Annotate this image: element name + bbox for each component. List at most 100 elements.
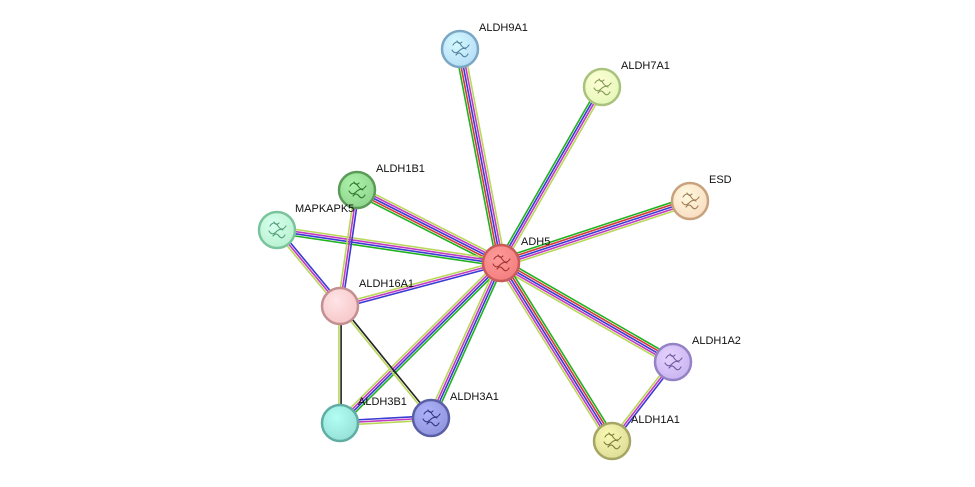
edge-channel-line xyxy=(504,260,617,440)
edge-channel-line xyxy=(433,264,505,420)
edge-adh5-aldh7a1[interactable] xyxy=(497,84,606,266)
node-circle-aldh7a1[interactable] xyxy=(582,67,622,107)
edge-adh5-aldh16a1[interactable] xyxy=(339,260,502,309)
edge-adh5-aldh1a1[interactable] xyxy=(496,260,617,444)
node-aldh1b1[interactable]: ALDH1B1 xyxy=(337,163,425,210)
node-circle-aldh3a1[interactable] xyxy=(411,398,451,438)
edge-channel-line xyxy=(341,264,504,426)
node-esd[interactable]: ESD xyxy=(670,174,732,221)
node-circle-aldh3b1[interactable] xyxy=(320,403,360,443)
node-label-aldh7a1: ALDH7A1 xyxy=(621,60,670,72)
edge-channel-line xyxy=(499,264,673,365)
edge-channel-line xyxy=(500,262,613,442)
protein-structure-icon xyxy=(681,192,700,210)
edge-channel-line xyxy=(497,84,600,262)
protein-structure-icon xyxy=(492,254,511,272)
edge-channel-line xyxy=(459,48,502,264)
edge-adh5-mapkapk5[interactable] xyxy=(276,225,502,268)
edge-channel-line xyxy=(496,264,609,444)
edge-aldh16a1-aldh3b1[interactable] xyxy=(338,306,342,423)
edge-channel-line xyxy=(277,228,502,263)
protein-structure-icon xyxy=(664,353,683,371)
protein-structure-icon xyxy=(451,40,470,58)
edge-channel-line xyxy=(457,49,500,264)
node-circle-aldh1a2[interactable] xyxy=(653,342,693,382)
edge-channel-line xyxy=(341,190,360,307)
edge-aldh16a1-aldh3a1[interactable] xyxy=(338,304,433,420)
node-label-mapkapk5: MAPKAPK5 xyxy=(295,203,354,215)
edge-channel-line xyxy=(337,260,500,422)
node-label-aldh3b1: ALDH3B1 xyxy=(358,396,407,408)
edge-channel-line xyxy=(500,200,691,264)
protein-structure-icon xyxy=(603,432,622,450)
node-aldh3a1[interactable]: ALDH3A1 xyxy=(411,391,499,438)
node-aldh9a1[interactable]: ALDH9A1 xyxy=(440,22,528,69)
edge-channel-line xyxy=(463,48,507,263)
node-label-aldh3a1: ALDH3A1 xyxy=(450,391,499,403)
edge-channel-line xyxy=(338,306,431,420)
edge-channel-line xyxy=(340,264,502,309)
node-label-aldh9a1: ALDH9A1 xyxy=(479,22,528,34)
edge-channel-line xyxy=(340,304,433,418)
edge-channel-line xyxy=(337,189,356,306)
edge-adh5-aldh3a1[interactable] xyxy=(427,261,505,420)
edge-channel-line xyxy=(339,260,501,305)
node-circle-aldh16a1[interactable] xyxy=(320,286,360,326)
node-aldh3b1[interactable]: ALDH3B1 xyxy=(320,396,407,443)
node-aldh7a1[interactable]: ALDH7A1 xyxy=(582,60,670,107)
node-circle-aldh1a1[interactable] xyxy=(592,421,632,461)
edge-channel-line xyxy=(499,196,689,260)
node-label-aldh16a1: ALDH16A1 xyxy=(359,278,414,290)
node-label-esd: ESD xyxy=(709,174,732,186)
node-mapkapk5[interactable]: MAPKAPK5 xyxy=(257,203,354,250)
protein-structure-icon xyxy=(422,409,441,427)
edge-channel-line xyxy=(503,88,606,266)
node-aldh1a2[interactable]: ALDH1A2 xyxy=(653,335,741,382)
edge-channel-line xyxy=(502,204,692,268)
node-circle-aldh1b1[interactable] xyxy=(337,170,377,210)
edge-channel-line xyxy=(500,198,690,262)
node-aldh16a1[interactable]: ALDH16A1 xyxy=(320,278,414,326)
node-label-aldh1a2: ALDH1A2 xyxy=(692,335,741,347)
edge-channel-line xyxy=(356,189,502,264)
edge-aldh1b1-aldh16a1[interactable] xyxy=(337,189,360,307)
node-circle-mapkapk5[interactable] xyxy=(257,210,297,250)
node-label-adh5: ADH5 xyxy=(521,236,550,248)
edge-channel-line xyxy=(501,260,675,361)
edge-channel-line xyxy=(355,191,501,266)
edge-channel-line xyxy=(339,262,502,307)
edges-layer xyxy=(274,48,692,444)
node-circle-adh5[interactable] xyxy=(481,243,521,283)
edge-channel-line xyxy=(431,263,503,419)
edge-channel-line xyxy=(461,48,504,263)
node-circle-aldh9a1[interactable] xyxy=(440,29,480,69)
edge-adh5-aldh1b1[interactable] xyxy=(354,185,504,268)
edge-adh5-aldh9a1[interactable] xyxy=(454,48,507,264)
edge-adh5-esd[interactable] xyxy=(499,196,692,268)
edge-channel-line xyxy=(354,193,500,268)
edge-channel-line xyxy=(358,185,504,260)
edge-channel-line xyxy=(499,86,602,263)
edge-channel-line xyxy=(498,266,672,367)
edge-channel-line xyxy=(427,261,499,417)
edge-channel-line xyxy=(501,87,604,264)
edge-channel-line xyxy=(339,189,358,307)
protein-structure-icon xyxy=(593,78,612,96)
protein-structure-icon xyxy=(268,221,287,239)
edge-channel-line xyxy=(276,232,501,268)
protein-structure-icon xyxy=(348,181,367,199)
edge-channel-line xyxy=(276,230,501,265)
node-aldh1a1[interactable]: ALDH1A1 xyxy=(592,414,680,461)
edge-channel-line xyxy=(498,263,611,443)
edge-channel-line xyxy=(502,258,676,359)
edge-adh5-aldh3b1[interactable] xyxy=(337,260,504,426)
edge-channel-line xyxy=(500,262,674,363)
edge-channel-line xyxy=(277,225,502,261)
node-circle-esd[interactable] xyxy=(670,181,710,221)
edge-adh5-aldh1a2[interactable] xyxy=(498,258,676,367)
edge-channel-line xyxy=(429,262,501,418)
edge-channel-line xyxy=(357,187,503,262)
node-adh5[interactable]: ADH5 xyxy=(481,236,550,283)
edge-channel-line xyxy=(454,49,498,264)
